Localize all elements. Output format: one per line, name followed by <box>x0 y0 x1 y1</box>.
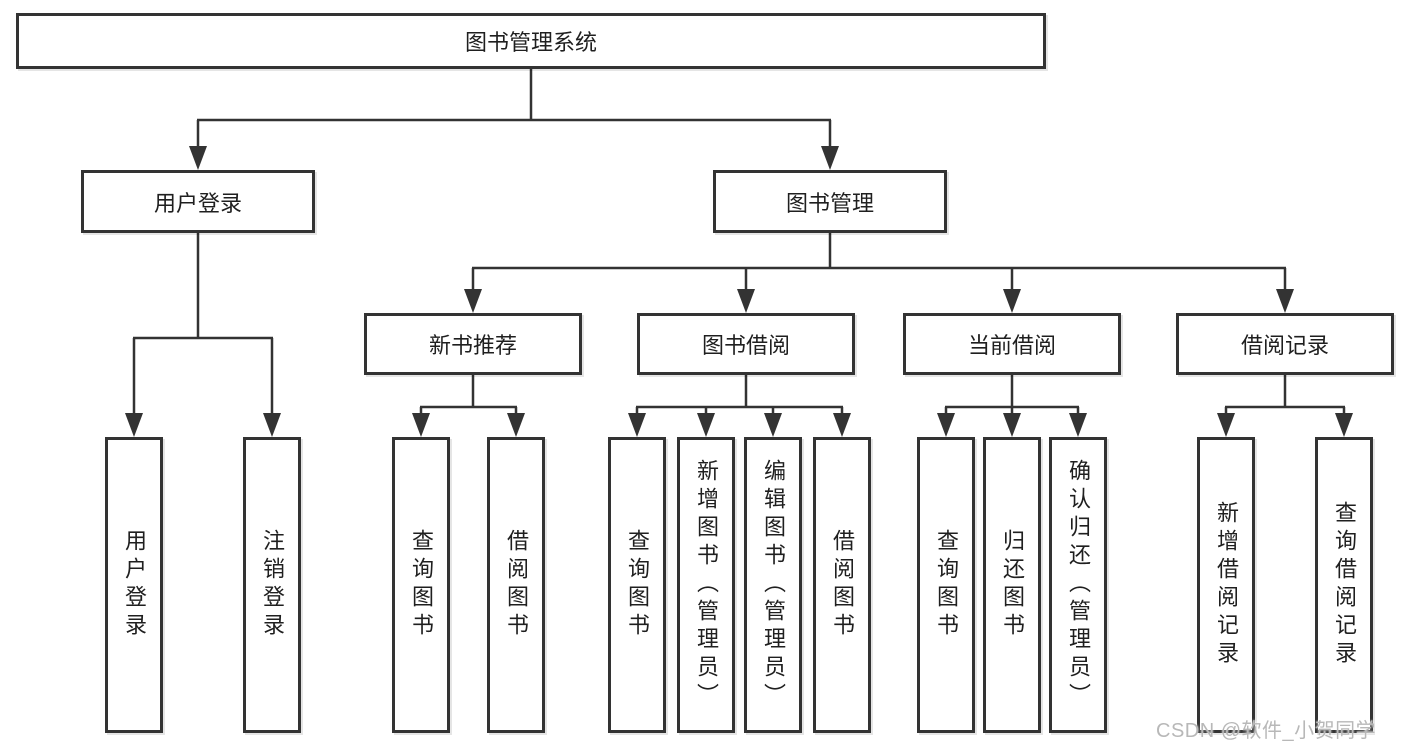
leaf-label: 归还图书 <box>1000 529 1025 641</box>
leaf-logout: 注销登录 <box>243 437 301 733</box>
connector-borrow-records <box>1217 375 1353 437</box>
connector-current-borrow <box>937 375 1087 437</box>
node-label: 图书借阅 <box>701 333 790 358</box>
node-label: 用户登录 <box>153 190 242 216</box>
node-book-borrow: 图书借阅 <box>637 313 855 375</box>
node-label: 当前借阅 <box>967 333 1056 358</box>
connector-book-borrow <box>628 375 851 437</box>
leaf-label: 编辑图书（管理员） <box>761 459 786 711</box>
leaf-label: 借阅图书 <box>830 529 855 641</box>
leaf-edit-book-admin: 编辑图书（管理员） <box>744 437 802 733</box>
leaf-label: 确认归还（管理员） <box>1066 459 1091 711</box>
leaf-label: 查询图书 <box>934 529 959 641</box>
node-library-system: 图书管理系统 <box>16 13 1046 69</box>
connector-new-book-recommend <box>412 375 525 437</box>
leaf-query-books-2: 查询图书 <box>608 437 666 733</box>
leaf-label: 新增借阅记录 <box>1214 501 1239 669</box>
leaf-user-login: 用户登录 <box>105 437 163 733</box>
leaf-label: 查询图书 <box>409 529 434 641</box>
leaf-query-borrow-record: 查询借阅记录 <box>1315 437 1373 733</box>
leaf-label: 用户登录 <box>122 529 147 641</box>
leaf-label: 新增图书（管理员） <box>694 459 719 711</box>
leaf-label: 查询图书 <box>625 529 650 641</box>
node-current-borrow: 当前借阅 <box>903 313 1121 375</box>
csdn-watermark: CSDN @软件_小贺同学 <box>1156 720 1377 742</box>
connector-user-login-branch <box>125 233 281 437</box>
leaf-confirm-return-admin: 确认归还（管理员） <box>1049 437 1107 733</box>
leaf-label: 注销登录 <box>260 529 285 641</box>
leaf-borrow-books-2: 借阅图书 <box>813 437 871 733</box>
leaf-label: 查询借阅记录 <box>1332 501 1357 669</box>
node-label: 图书管理系统 <box>464 30 597 55</box>
node-label: 借阅记录 <box>1240 333 1329 358</box>
connector-book-mgmt-to-level3 <box>464 233 1294 313</box>
node-label: 新书推荐 <box>428 333 517 358</box>
node-borrow-records: 借阅记录 <box>1176 313 1394 375</box>
leaf-add-borrow-record: 新增借阅记录 <box>1197 437 1255 733</box>
leaf-borrow-books-1: 借阅图书 <box>487 437 545 733</box>
leaf-label: 借阅图书 <box>504 529 529 641</box>
leaf-query-books-3: 查询图书 <box>917 437 975 733</box>
node-label: 图书管理 <box>785 190 874 216</box>
connector-root-to-level2 <box>189 69 839 170</box>
node-new-book-recommend: 新书推荐 <box>364 313 582 375</box>
node-book-management: 图书管理 <box>713 170 947 233</box>
leaf-query-books-1: 查询图书 <box>392 437 450 733</box>
leaf-return-books: 归还图书 <box>983 437 1041 733</box>
node-user-login: 用户登录 <box>81 170 315 233</box>
leaf-add-book-admin: 新增图书（管理员） <box>677 437 735 733</box>
